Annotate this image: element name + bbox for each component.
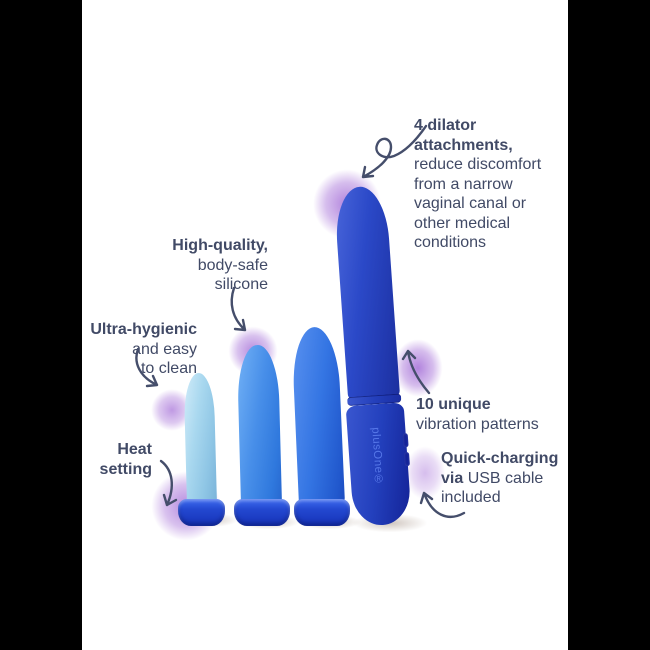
annotation-line: Heat (117, 441, 152, 458)
annotation-word: USB cable (467, 469, 544, 487)
annotation-line: 10 unique (416, 396, 491, 413)
dilator-large-base (294, 499, 350, 526)
annotation-vibration-patterns: 10 unique vibration patterns (416, 395, 556, 434)
annotation-line: setting (99, 460, 152, 478)
annotation-quick-charging: Quick-charging via USB cable included (441, 449, 563, 508)
annotation-line: Quick-charging (441, 450, 559, 467)
vibrator-button-top (402, 433, 409, 448)
annotation-ultra-hygienic: Ultra-hygienic and easy to clean (79, 320, 197, 379)
annotation-line: via USB cable (441, 469, 563, 489)
annotation-line: from a narrow (414, 175, 513, 193)
annotation-line: vibration patterns (416, 415, 539, 433)
annotation-line: body-safe (197, 256, 268, 274)
vibrator-head (333, 185, 401, 401)
annotation-line: and easy (132, 340, 197, 358)
annotation-line: silicone (214, 276, 268, 293)
annotation-line: reduce discomfort (414, 156, 542, 173)
annotation-line: other medical (414, 214, 511, 232)
dilator-small-base (178, 499, 225, 526)
vibrator-button-bottom (403, 452, 410, 467)
annotation-line: High-quality, (172, 237, 268, 254)
annotation-heat-setting: Heat setting (92, 440, 152, 479)
annotation-word-bold: via (441, 469, 464, 487)
dilator-medium-base (234, 499, 290, 526)
annotation-dilator-attachments: 4 dilator attachments, reduce discomfort… (414, 116, 554, 253)
annotation-line: 4 dilator (414, 117, 477, 134)
annotation-line: conditions (414, 234, 487, 251)
annotation-line: attachments, (414, 136, 513, 154)
annotation-body-safe-silicone: High-quality, body-safe silicone (158, 236, 268, 295)
annotation-line: vaginal canal or (414, 195, 527, 212)
annotation-line: to clean (140, 360, 197, 377)
annotation-line: included (441, 489, 501, 506)
annotation-line: Ultra-hygienic (90, 321, 197, 338)
